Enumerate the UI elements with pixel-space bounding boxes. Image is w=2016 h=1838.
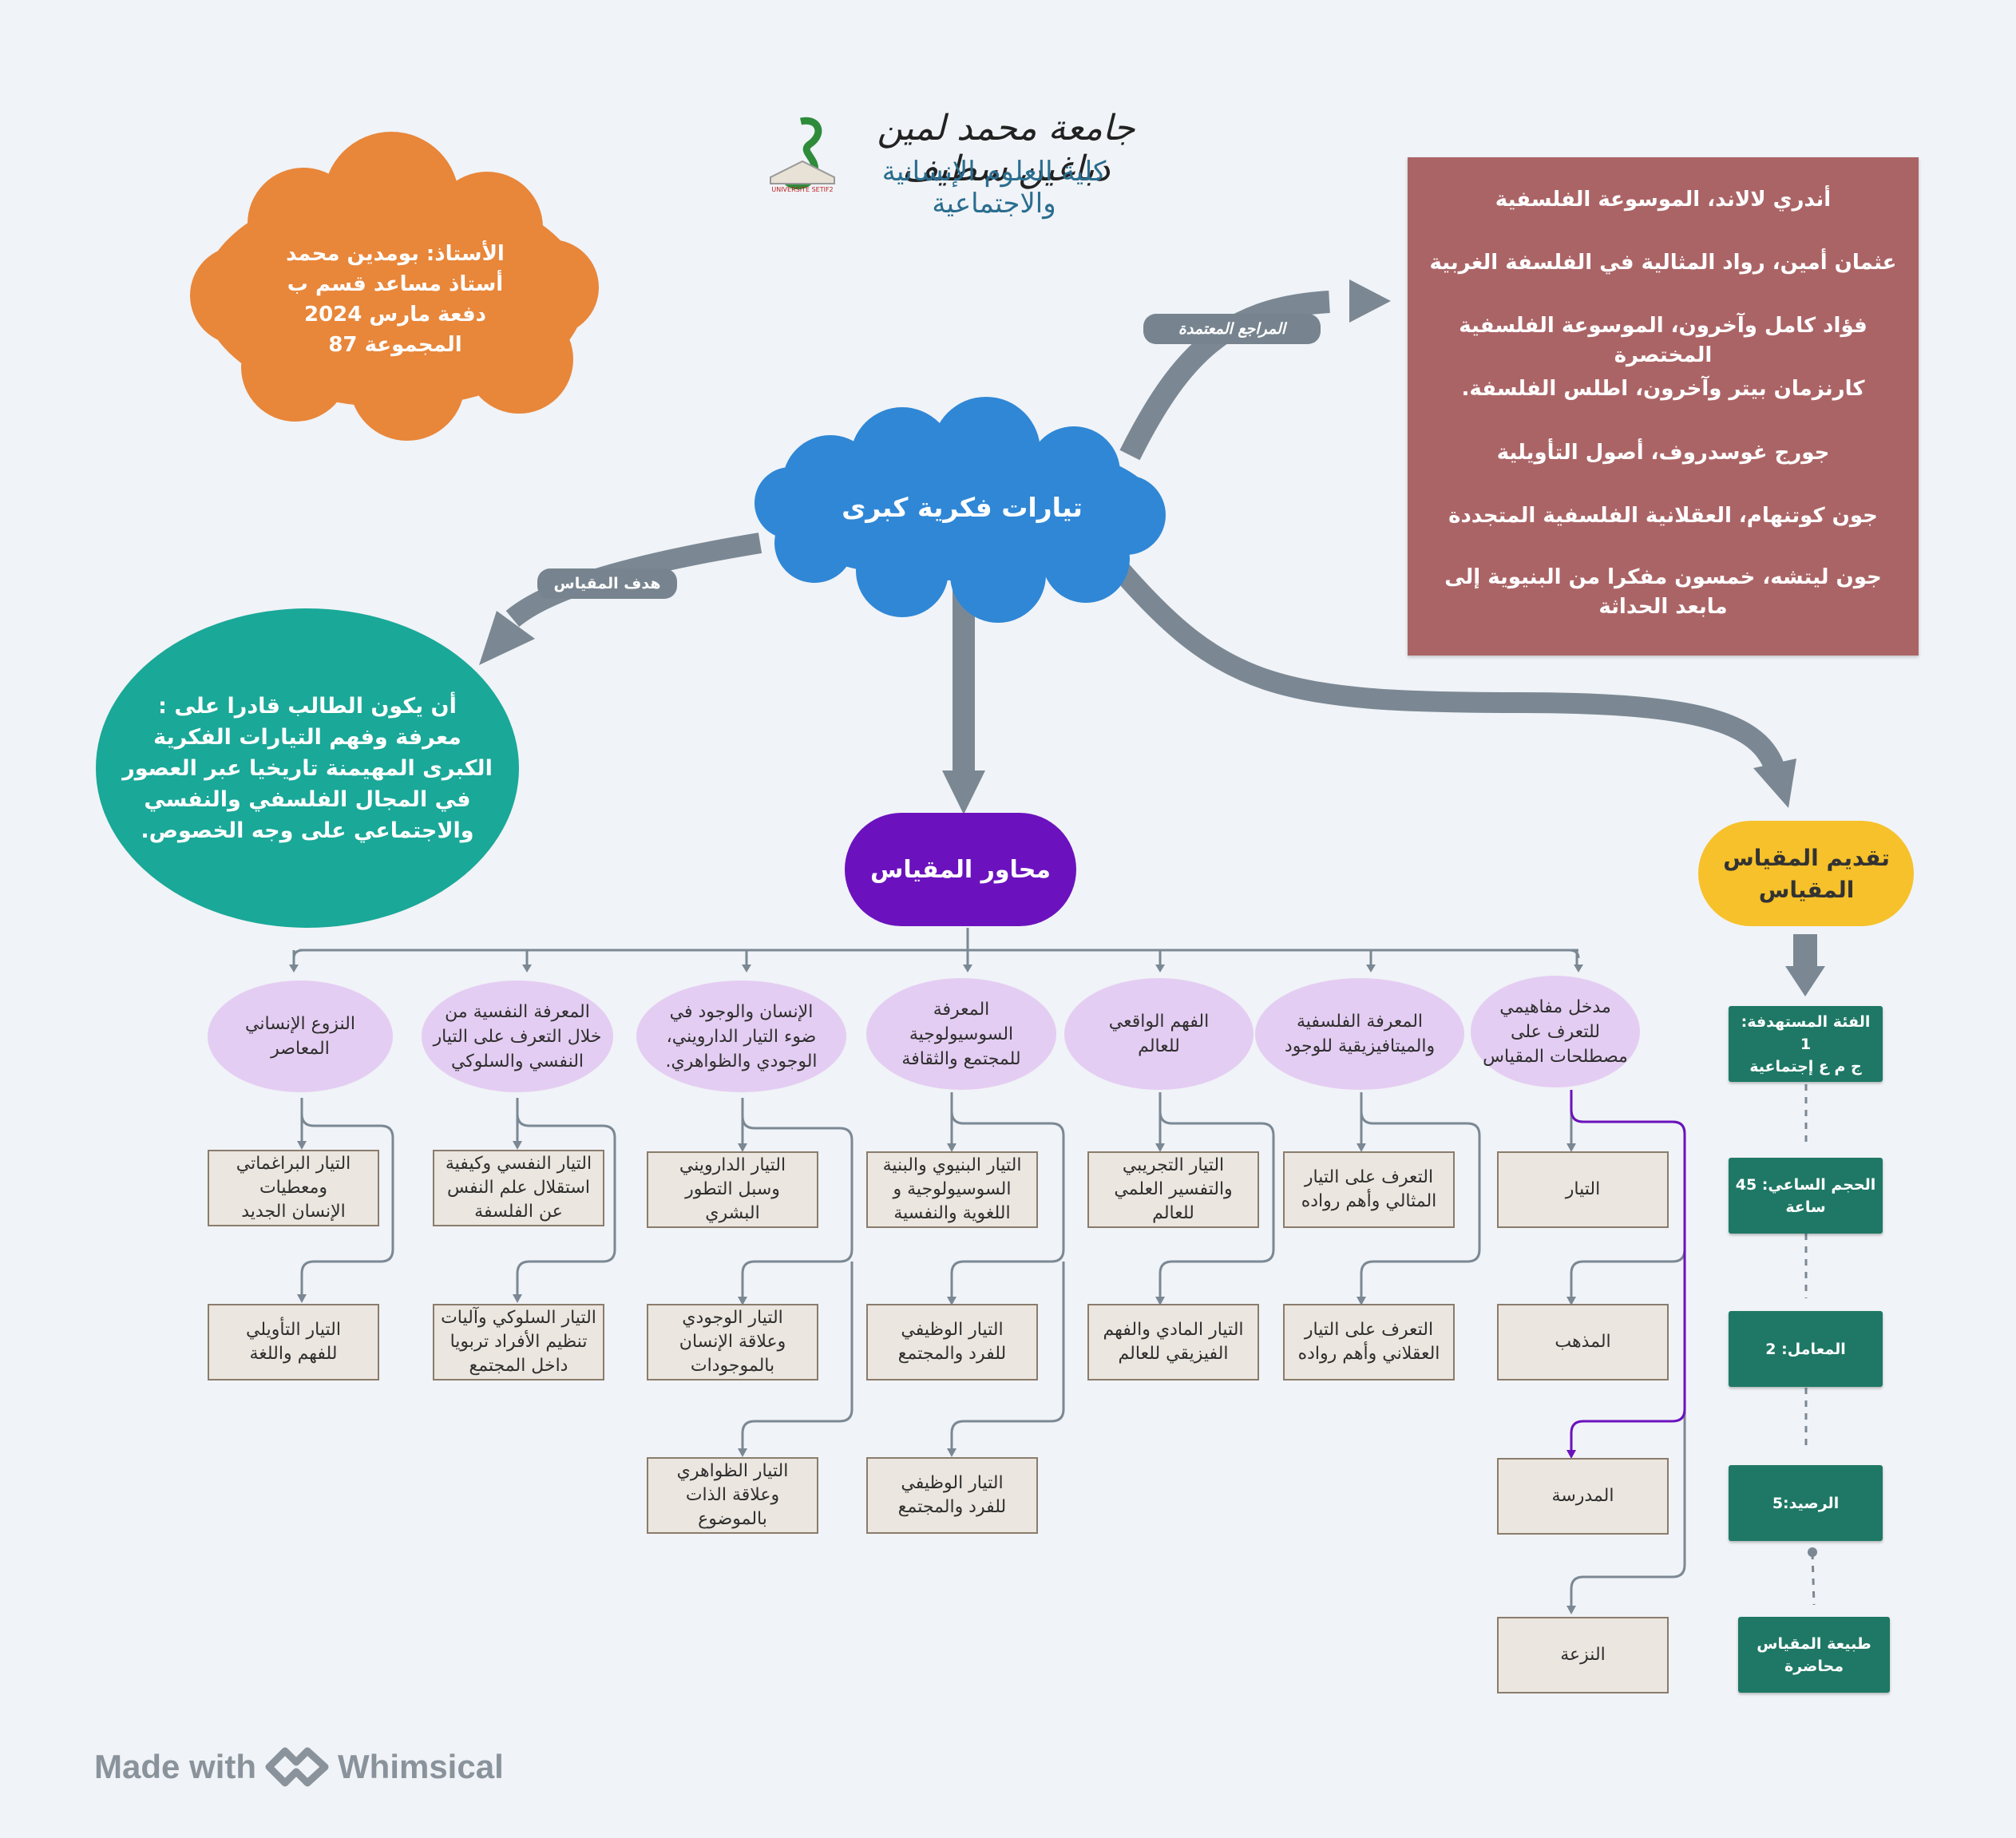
child-box[interactable]: التعرف على التيار العقلاني وأهم رواده (1283, 1304, 1455, 1380)
child-box[interactable]: التيار (1497, 1151, 1669, 1228)
credit-box: الرصيد:5 (1729, 1465, 1883, 1541)
target-audience-box: الفئة المستهدفة: 1 ج م ع إجتماعية (1729, 1006, 1883, 1082)
child-box[interactable]: المذهب (1497, 1304, 1669, 1380)
university-name: جامعة محمد لمين دباغين سطيف (877, 108, 1135, 189)
goal-ellipse (96, 608, 519, 928)
arrow-head-references (1349, 279, 1391, 323)
whimsical-watermark: Made with Whimsical (94, 1739, 504, 1795)
whimsical-logo-icon (265, 1747, 329, 1787)
child-box[interactable]: النزعة (1497, 1617, 1669, 1693)
highlight-connector (1570, 1090, 1686, 1453)
whimsical-brand-text: Whimsical (338, 1748, 504, 1785)
faculty-name: كلية العلوم الإنسانية والاجتماعية (881, 156, 1107, 220)
child-box[interactable]: المدرسة (1497, 1458, 1669, 1535)
arrow-head-presentation (1753, 759, 1796, 808)
central-topic[interactable]: تيارات فكرية كبرى (842, 491, 1083, 523)
made-with-text: Made with (94, 1748, 257, 1785)
dash-4 (1811, 1552, 1816, 1606)
axes-bus (292, 928, 1580, 968)
child-box[interactable]: التيار التأويلي للفهم واللغة (208, 1304, 379, 1380)
arrow-head-goal (479, 611, 535, 665)
instructor-cloud-shape (190, 132, 599, 441)
child-box[interactable]: التعرف على التيار المثالي وأهم رواده (1283, 1151, 1455, 1228)
child-box[interactable]: التيار الظواهري وعلاقة الذات بالموضوع (647, 1457, 818, 1534)
dash-dot (1808, 1547, 1817, 1557)
axis-human-existence[interactable]: الإنسان والوجود في ضوء التيار الدارويني،… (636, 980, 846, 1092)
reference-item: عثمان أمين، رواد المثالية في الفلسفة الغ… (1429, 251, 1897, 275)
presentation-pill (1698, 821, 1914, 926)
references-label: المراجع المعتمدة (1143, 314, 1321, 344)
child-box[interactable]: التيار البنيوي والبنية السوسيولوجية و ال… (866, 1151, 1038, 1228)
arrow-presentation-down-head (1785, 966, 1825, 996)
module-nature-box: طبيعة المقياس محاضرة (1738, 1617, 1890, 1693)
instructor-info: الأستاذ: بومدين محمد أستاذ مساعد قسم ب د… (286, 242, 505, 357)
child-box[interactable]: التيار السلوكي وآليات تنظيم الأفراد تربو… (433, 1304, 604, 1380)
hours-box: الحجم الساعي: 45 ساعة (1729, 1158, 1883, 1234)
central-cloud-shape (755, 397, 1166, 623)
reference-item: جون كوتنهام، العقلانية الفلسفية المتجددة (1448, 504, 1878, 528)
reference-item: جورج غوسدروف، أصول التأويلية (1496, 441, 1830, 465)
axis-conceptual-intro[interactable]: مدخل مفاهيمي للتعرف على مصطلحات المقياس (1471, 976, 1640, 1087)
presentation-title[interactable]: تقديم المقياس المقياس (1723, 845, 1890, 903)
reference-item: جون ليتشه، خمسون مفكرا من البنيوية إلى م… (1444, 565, 1882, 619)
goal-label: هدف المقياس (537, 568, 677, 599)
child-box[interactable]: التيار الدارويني وسبل التطور البشري (647, 1151, 818, 1228)
svg-text:UNIVERSITE SETIF2: UNIVERSITE SETIF2 (771, 186, 833, 193)
axes-pill (845, 813, 1076, 926)
arrow-to-presentation (1110, 560, 1784, 771)
child-box[interactable]: التيار المادي والفهم الفيزيقي للعالم (1087, 1304, 1259, 1380)
axis-contemporary-humanism[interactable]: النزوع الإنساني المعاصر (208, 980, 393, 1092)
reference-item: كارنزمان بيتر وآخرون، اطلس الفلسفة. (1461, 377, 1865, 401)
arrow-presentation-down-shaft (1793, 934, 1817, 968)
reference-item: فؤاد كامل وآخرون، الموسوعة الفلسفية المخ… (1459, 314, 1867, 367)
axis-sociological-knowledge[interactable]: المعرفة السوسيولوجية للمجتمع والثقافة (866, 978, 1056, 1090)
reference-item: أندري لالاند، الموسوعة الفلسفية (1495, 188, 1832, 212)
arrow-head-axes (942, 770, 985, 814)
axes-title[interactable]: محاور المقياس (870, 855, 1051, 884)
coefficient-box: المعامل: 2 (1729, 1311, 1883, 1387)
child-box[interactable]: التيار الوظيفي للفرد والمجتمع (866, 1457, 1038, 1534)
axis-philosophical-knowledge[interactable]: المعرفة الفلسفية والميتافيزيقية للوجود (1255, 978, 1464, 1090)
child-box[interactable]: التيار البراغماتي ومعطيات الإنسان الجديد (208, 1150, 379, 1226)
axis-psychological-knowledge[interactable]: المعرفة النفسية من خلال التعرف على التيا… (422, 980, 613, 1092)
child-box[interactable]: التيار الوجودي وعلاقة الإنسان بالموجودات (647, 1304, 818, 1380)
goal-text: أن يكون الطالب قادرا على : معرفة وفهم ال… (122, 694, 493, 843)
child-box[interactable]: التيار التجريبي والتفسير العلمي للعالم (1087, 1151, 1259, 1228)
university-logo-icon: UNIVERSITE SETIF2 (770, 117, 835, 193)
child-box[interactable]: التيار الوظيفي للفرد والمجتمع (866, 1304, 1038, 1380)
references-box: أندري لالاند، الموسوعة الفلسفية عثمان أم… (1408, 157, 1919, 656)
axis-realistic-understanding[interactable]: الفهم الواقعي للعالم (1064, 978, 1254, 1090)
child-box[interactable]: التيار النفسي وكيفية استقلال علم النفس ع… (433, 1150, 604, 1226)
